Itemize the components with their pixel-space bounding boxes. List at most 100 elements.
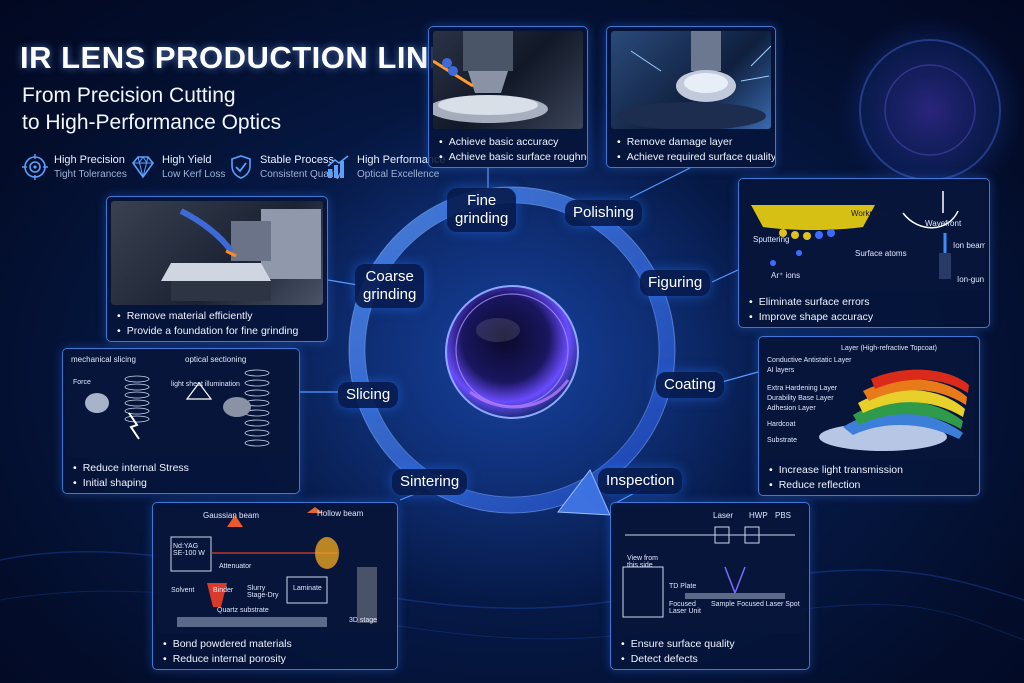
inspection-label-sample: Sample: [711, 601, 735, 608]
coating-diagram: Layer (High-refractive Topcoat) Conducti…: [763, 341, 975, 459]
figuring-label-ar-ions: Ar⁺ ions: [771, 271, 801, 280]
feature-subtitle: Tight Tolerances: [54, 169, 127, 180]
fine-grinding-image: [433, 31, 583, 129]
slicing-label-light-sheet: light sheet illumination: [171, 381, 240, 388]
stage-label: Coarse grinding: [363, 268, 417, 303]
stage-fine-grinding[interactable]: Fine grinding: [447, 188, 517, 232]
feature-stable-process: Stable Process Consistent Quality: [228, 152, 341, 184]
bullet-item: Reduce internal Stress: [73, 461, 189, 476]
bullet-item: Reduce reflection: [769, 478, 903, 493]
coarse-grinding-bullets: Remove material efficiently Provide a fo…: [117, 309, 299, 339]
page-subtitle-line-1: From Precision Cutting: [22, 84, 236, 107]
inspection-label-hwp: HWP: [749, 511, 768, 520]
card-sintering: Gaussian beam Hollow beam Nd:YAG SE-100 …: [152, 502, 398, 670]
coarse-grinding-image: [111, 201, 323, 305]
figuring-label-surface-atoms: Surface atoms: [855, 249, 907, 258]
lens-icon: [445, 285, 579, 419]
figuring-label-wavefront: Wavefront: [925, 219, 962, 228]
feature-title: High Yield: [162, 154, 212, 166]
stage-coating[interactable]: Coating: [656, 372, 724, 398]
bullet-item: Achieve basic surface roughness: [439, 150, 587, 165]
stage-coarse-grinding[interactable]: Coarse grinding: [355, 264, 425, 308]
sintering-bullets: Bond powdered materials Reduce internal …: [163, 637, 292, 667]
stage-label: Slicing: [346, 386, 391, 403]
card-figuring: Workpiece Wavefront Sputtering Ar⁺ ions …: [738, 178, 990, 328]
page-subtitle-line-2: to High-Performance Optics: [22, 111, 282, 134]
stage-figuring[interactable]: Figuring: [640, 270, 711, 296]
slicing-diagram: mechanical slicing optical sectioning Fo…: [67, 353, 295, 457]
diamond-icon: [131, 156, 155, 179]
feature-high-precision: High Precision Tight Tolerances: [22, 152, 127, 184]
feature-subtitle: Low Kerf Loss: [162, 169, 226, 180]
card-slicing: mechanical slicing optical sectioning Fo…: [62, 348, 300, 494]
slicing-label-force: Force: [73, 379, 91, 386]
inspection-bullets: Ensure surface quality Detect defects: [621, 637, 735, 667]
figuring-label-ion-beam: Ion beam: [953, 241, 985, 250]
bullet-item: Increase light transmission: [769, 463, 903, 478]
sintering-label-binder: Binder: [213, 587, 234, 594]
inspection-label-laser: Laser: [713, 511, 734, 520]
ring-arrow-icon: [557, 469, 611, 516]
card-inspection: Laser HWP PBS View from this side TD Pla…: [610, 502, 810, 670]
bar-chart-icon: [327, 155, 349, 178]
inspection-label-spot: Focused Laser Spot: [737, 601, 800, 608]
coating-label-topcoat: Layer (High-refractive Topcoat): [841, 345, 937, 352]
bullet-item: Improve shape accuracy: [749, 310, 873, 325]
stage-slicing[interactable]: Slicing: [338, 382, 399, 408]
sintering-diagram: Gaussian beam Hollow beam Nd:YAG SE-100 …: [157, 507, 393, 633]
figuring-label-sputtering: Sputtering: [753, 235, 790, 244]
figuring-label-ion-gun: Ion-gun: [957, 275, 985, 284]
sintering-label-attenuator: Attenuator: [219, 563, 252, 570]
inspection-label-plate: TD Plate: [669, 583, 697, 590]
stage-polishing[interactable]: Polishing: [565, 200, 642, 226]
feature-high-performance: High Performance Optical Excellence: [325, 152, 446, 184]
coating-label-substrate: Substrate: [767, 437, 797, 444]
target-icon: [22, 154, 48, 180]
shield-check-icon: [231, 155, 251, 179]
stage-sintering[interactable]: Sintering: [392, 469, 468, 495]
figuring-label-workpiece: Workpiece: [851, 209, 889, 218]
card-fine-grinding: Achieve basic accuracy Achieve basic sur…: [428, 26, 588, 168]
sintering-label-laminate: Laminate: [293, 585, 322, 592]
stage-inspection[interactable]: Inspection: [598, 468, 683, 494]
bullet-item: Remove damage layer: [617, 135, 775, 150]
fine-grinding-bullets: Achieve basic accuracy Achieve basic sur…: [439, 135, 587, 165]
coating-bullets: Increase light transmission Reduce refle…: [769, 463, 903, 493]
sintering-label-solvent: Solvent: [171, 587, 195, 594]
sintering-label-laser: Nd:YAG SE-100 W: [173, 543, 205, 557]
bullet-item: Provide a foundation for fine grinding: [117, 324, 299, 339]
feature-subtitle: Consistent Quality: [260, 169, 342, 180]
polishing-bullets: Remove damage layer Achieve required sur…: [617, 135, 775, 165]
bullet-item: Reduce internal porosity: [163, 652, 292, 667]
figuring-diagram: Workpiece Wavefront Sputtering Ar⁺ ions …: [743, 183, 985, 291]
page-title: IR LENS PRODUCTION LINE: [20, 40, 451, 75]
stage-label: Figuring: [648, 274, 703, 291]
stage-label: Polishing: [573, 204, 634, 221]
slicing-bullets: Reduce internal Stress Initial shaping: [73, 461, 189, 491]
bullet-item: Eliminate surface errors: [749, 295, 873, 310]
bullet-item: Bond powdered materials: [163, 637, 292, 652]
sintering-label-gaussian: Gaussian beam: [203, 511, 260, 520]
coating-label-hardcoat: Hardcoat: [767, 421, 796, 428]
feature-title: High Performance: [357, 154, 446, 166]
bullet-item: Remove material efficiently: [117, 309, 298, 324]
slicing-label-mechanical: mechanical slicing: [71, 355, 136, 364]
bullet-item: Achieve basic accuracy: [439, 135, 587, 150]
slicing-label-optical: optical sectioning: [185, 355, 247, 364]
inspection-diagram: Laser HWP PBS View from this side TD Pla…: [615, 507, 805, 633]
sintering-label-slurry: Slurry Stage-Dry: [247, 585, 279, 599]
figuring-bullets: Eliminate surface errors Improve shape a…: [749, 295, 873, 325]
coating-label-ai-layers: AI layers: [767, 367, 795, 374]
polishing-image: [611, 31, 771, 129]
feature-high-yield: High Yield Low Kerf Loss: [130, 152, 225, 184]
feature-subtitle: Optical Excellence: [357, 169, 440, 180]
bullet-item: Initial shaping: [73, 476, 189, 491]
bullet-item: Achieve required surface quality: [617, 150, 775, 165]
inspection-label-view: View from this side: [627, 555, 658, 569]
feature-title: Stable Process: [260, 154, 334, 166]
card-polishing: Remove damage layer Achieve required sur…: [606, 26, 776, 168]
stage-label: Coating: [664, 376, 716, 393]
card-coarse-grinding: Remove material efficiently Provide a fo…: [106, 196, 328, 342]
coating-label-adhesion: Adhesion Layer: [767, 405, 816, 412]
bullet-item: Detect defects: [621, 652, 735, 667]
